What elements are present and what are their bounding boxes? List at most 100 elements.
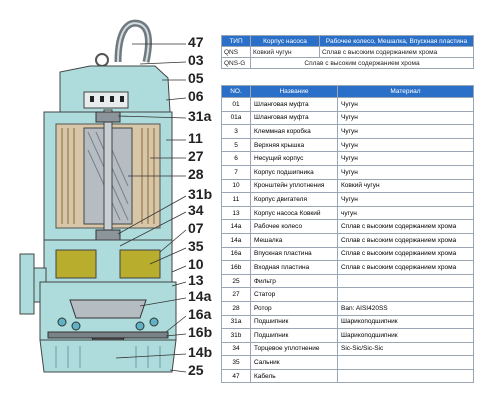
callout-35: 35 bbox=[188, 239, 204, 253]
callout-07: 07 bbox=[188, 221, 204, 235]
callout-14a: 14a bbox=[188, 289, 211, 303]
parts-cell-no: 5 bbox=[222, 138, 251, 152]
callout-06: 06 bbox=[188, 89, 204, 103]
callout-03: 03 bbox=[188, 53, 204, 67]
parts-cell-name: Подшипник bbox=[251, 329, 338, 343]
parts-cell-material: Чугун bbox=[338, 125, 474, 139]
parts-cell-no: 34 bbox=[222, 342, 251, 356]
table-row: 16aВпускная пластинаСплав с высоким соде… bbox=[222, 247, 474, 261]
parts-cell-name: Корпус насоса Ковкий bbox=[251, 206, 338, 220]
parts-cell-no: 6 bbox=[222, 152, 251, 166]
callout-13: 13 bbox=[188, 273, 204, 287]
callout-16a: 16a bbox=[188, 307, 211, 321]
parts-cell-name: Шланговая муфта bbox=[251, 111, 338, 125]
parts-cell-name: Статор bbox=[251, 288, 338, 302]
parts-cell-no: 27 bbox=[222, 288, 251, 302]
parts-cell-material: Чугун bbox=[338, 98, 474, 112]
lifting-ring bbox=[96, 54, 108, 66]
bearing-lower bbox=[96, 230, 120, 240]
type-cell: QNS bbox=[222, 47, 251, 58]
parts-cell-no: 14a bbox=[222, 233, 251, 247]
parts-cell-no: 28 bbox=[222, 301, 251, 315]
oil-left bbox=[56, 250, 96, 278]
type-table: ТИП Корпус насоса Рабочее колесо, Мешалк… bbox=[221, 35, 474, 69]
impeller bbox=[70, 300, 146, 318]
type-cell: Сплав с высоким содержанием хрома bbox=[320, 47, 474, 58]
parts-cell-name: Клеммная коробка bbox=[251, 125, 338, 139]
parts-cell-material: Сплав с высоким содержанием хрома bbox=[338, 247, 474, 261]
parts-cell-name: Несущий корпус bbox=[251, 152, 338, 166]
parts-cell-material: Чугун bbox=[338, 193, 474, 207]
table-row: 34Торцевое уплотнениеSic-Sic/Sic-Sic bbox=[222, 342, 474, 356]
parts-cell-no: 31b bbox=[222, 329, 251, 343]
parts-cell-name: Ротор bbox=[251, 301, 338, 315]
parts-cell-no: 25 bbox=[222, 274, 251, 288]
parts-cell-material bbox=[338, 356, 474, 370]
discharge-flange bbox=[20, 254, 34, 314]
parts-cell-no: 01 bbox=[222, 98, 251, 112]
type-cell: Ковкий чугун bbox=[251, 47, 320, 58]
type-cell-merged: Сплав с высоким содержанием хрома bbox=[251, 58, 474, 69]
callout-31b: 31b bbox=[188, 187, 212, 201]
parts-cell-name: Кронштейн уплотнения bbox=[251, 179, 338, 193]
parts-cell-name: Мешалка bbox=[251, 233, 338, 247]
parts-cell-no: 31a bbox=[222, 315, 251, 329]
callout-27: 27 bbox=[188, 149, 204, 163]
type-header-impeller: Рабочее колесо, Мешалка, Впускная пласти… bbox=[320, 36, 474, 47]
parts-cell-name: Кабель bbox=[251, 369, 338, 383]
inlet-plate bbox=[48, 332, 168, 338]
parts-cell-no: 11 bbox=[222, 193, 251, 207]
parts-cell-material: Чугун bbox=[338, 165, 474, 179]
callout-34: 34 bbox=[188, 203, 204, 217]
type-header-type: ТИП bbox=[222, 36, 251, 47]
parts-cell-material: чугун bbox=[338, 206, 474, 220]
type-header-body: Корпус насоса bbox=[251, 36, 320, 47]
parts-cell-material: Шарикоподшипник bbox=[338, 329, 474, 343]
callout-31a: 31a bbox=[188, 109, 211, 123]
callout-14b: 14b bbox=[188, 345, 212, 359]
parts-cell-name: Рабочее колесо bbox=[251, 220, 338, 234]
table-row: 31bПодшипникШарикоподшипник bbox=[222, 329, 474, 343]
table-row: 11Корпус двигателяЧугун bbox=[222, 193, 474, 207]
parts-cell-name: Верхняя крышка bbox=[251, 138, 338, 152]
parts-cell-material: Sic-Sic/Sic-Sic bbox=[338, 342, 474, 356]
parts-cell-no: 16a bbox=[222, 247, 251, 261]
parts-cell-no: 7 bbox=[222, 165, 251, 179]
parts-cell-no: 13 bbox=[222, 206, 251, 220]
callout-16b: 16b bbox=[188, 325, 212, 339]
parts-cell-material: Чугун bbox=[338, 111, 474, 125]
parts-cell-material bbox=[338, 274, 474, 288]
parts-cell-name: Сальник bbox=[251, 356, 338, 370]
parts-cell-no: 47 bbox=[222, 369, 251, 383]
parts-cell-no: 3 bbox=[222, 125, 251, 139]
parts-cell-name: Фильтр bbox=[251, 274, 338, 288]
parts-cell-no: 16b bbox=[222, 261, 251, 275]
callout-11: 11 bbox=[188, 131, 203, 145]
table-row: 13Корпус насоса Ковкийчугун bbox=[222, 206, 474, 220]
parts-cell-no: 14a bbox=[222, 220, 251, 234]
parts-cell-material: Чугун bbox=[338, 152, 474, 166]
parts-cell-material: Сплав с высоким содержанием хрома bbox=[338, 220, 474, 234]
oil-right bbox=[120, 250, 160, 278]
parts-cell-material: Шарикоподшипник bbox=[338, 315, 474, 329]
parts-cell-name: Шланговая муфта bbox=[251, 98, 338, 112]
callout-10: 10 bbox=[188, 257, 204, 271]
parts-cell-material: Чугун bbox=[338, 138, 474, 152]
parts-cell-name: Торцевое уплотнение bbox=[251, 342, 338, 356]
parts-cell-name: Подшипник bbox=[251, 315, 338, 329]
parts-cell-no: 01a bbox=[222, 111, 251, 125]
callout-05: 05 bbox=[188, 71, 204, 85]
table-row: 14aМешалкаСплав с высоким содержанием хр… bbox=[222, 233, 474, 247]
callout-25: 25 bbox=[188, 363, 204, 377]
cable bbox=[118, 23, 148, 62]
